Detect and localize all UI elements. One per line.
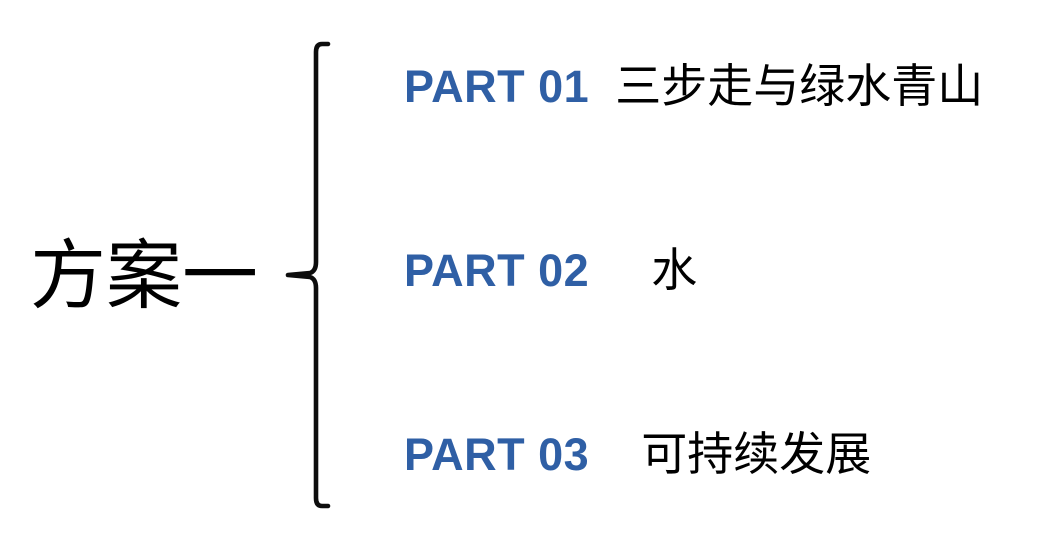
part-text-01: 三步走与绿水青山 [615, 59, 984, 113]
plan-title: 方案一 [30, 231, 258, 320]
part-label-03: PART 03 [404, 428, 590, 480]
brace-group [258, 40, 331, 510]
part-text-03: 可持续发展 [641, 427, 872, 481]
part-row[interactable]: PART 01 三步走与绿水青山 [404, 56, 1027, 116]
part-label-01: PART 01 [404, 60, 590, 112]
part-label-02: PART 02 [404, 244, 590, 296]
part-row[interactable]: PART 02 水 [404, 240, 1027, 300]
part-row[interactable]: PART 03 可持续发展 [404, 424, 1027, 484]
part-text-02: 水 [651, 243, 698, 297]
left-curly-brace-icon [285, 41, 331, 509]
